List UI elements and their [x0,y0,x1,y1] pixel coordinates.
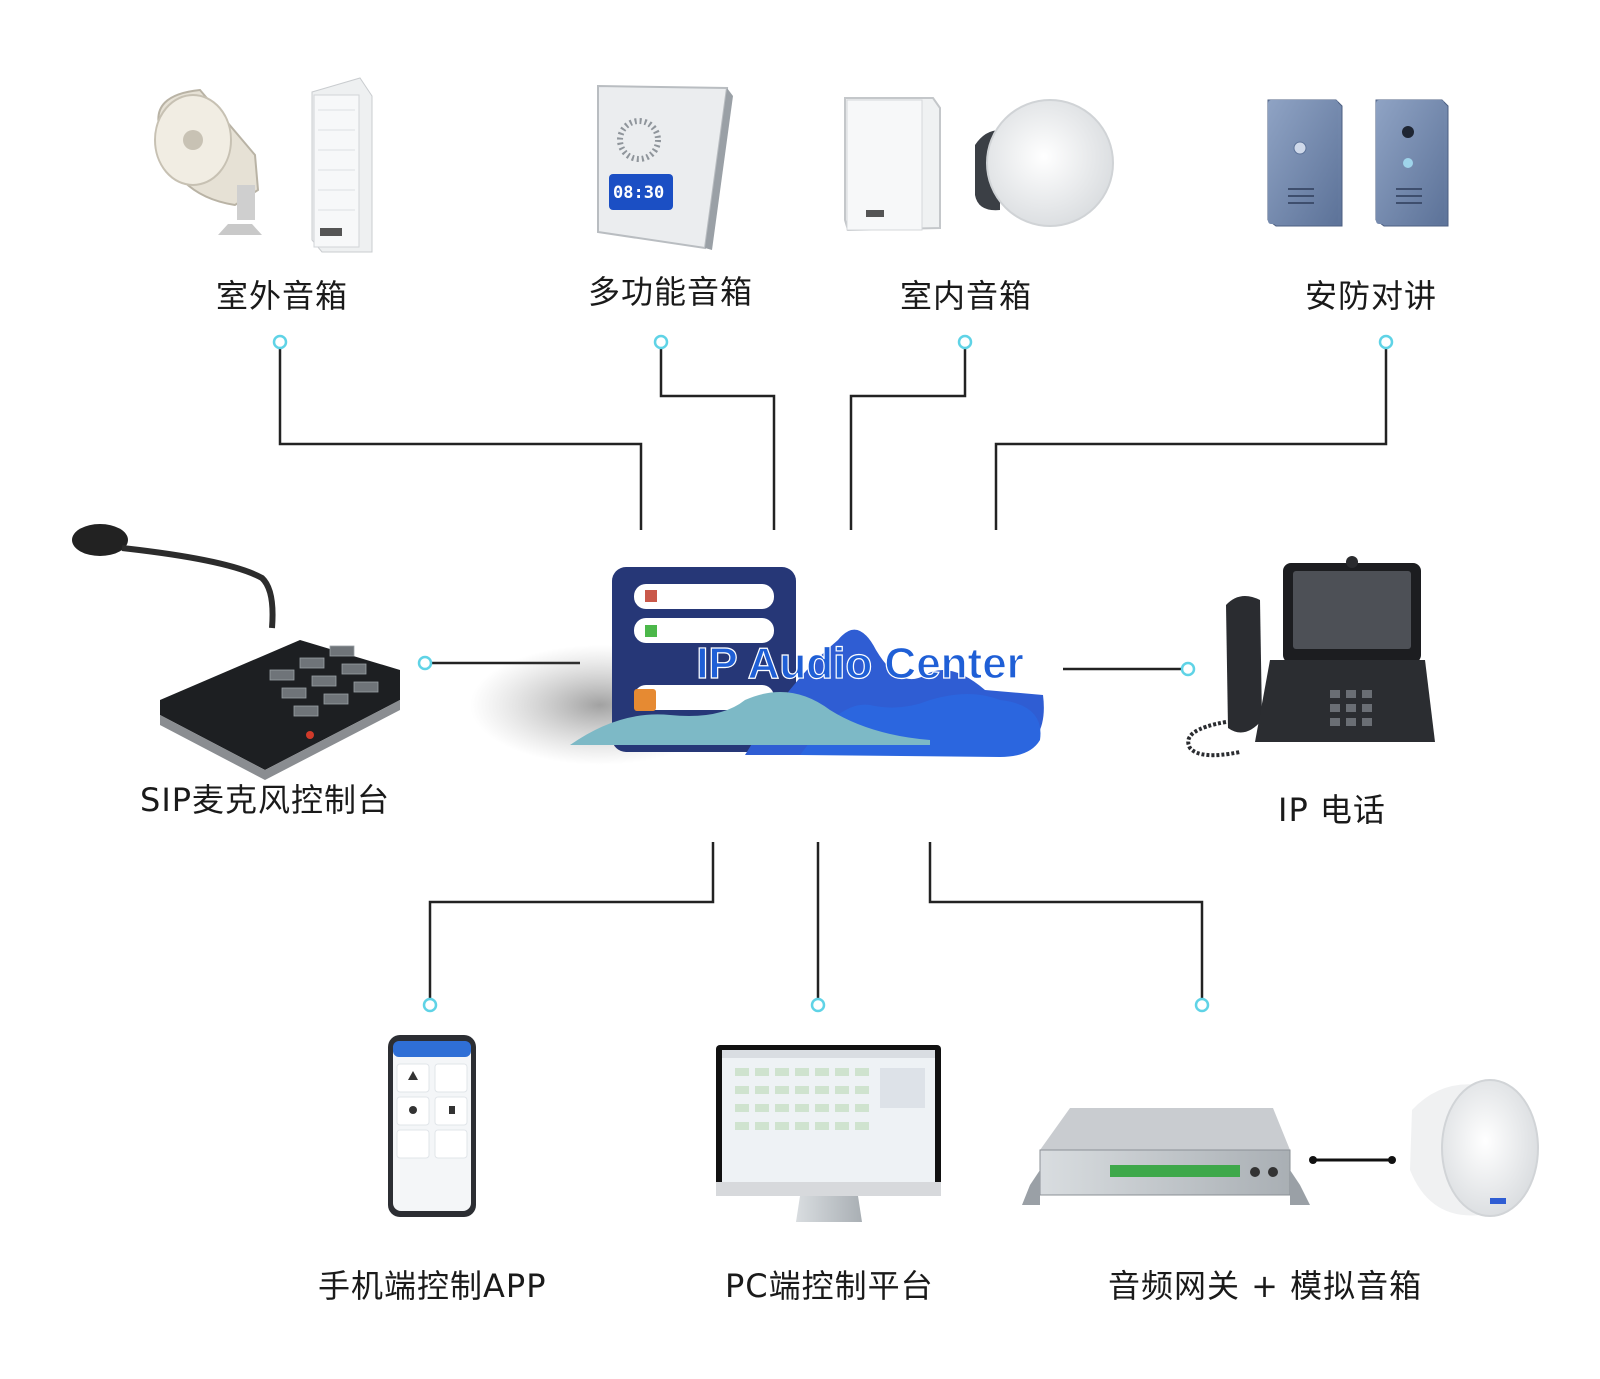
connector-lines [278,342,1388,1005]
sip-mic-console-image [72,524,400,780]
ip-phone-image [1186,556,1435,758]
mobile-phone-image [388,1035,476,1217]
clock-display: 08:30 [613,183,664,203]
label-outdoor-speaker: 室外音箱 [216,277,349,315]
label-audio-gateway: 音频网关 + 模拟音箱 [1108,1267,1423,1305]
label-indoor-speaker: 室内音箱 [900,277,1033,315]
ip-audio-center-logo: IP Audio Center [470,567,1044,765]
line-outdoor-speaker [278,342,643,530]
label-ip-phone: IP 电话 [1278,791,1386,829]
audio-gateway-image [1022,1079,1539,1217]
multifunction-speaker-image: 08:30 [597,84,733,250]
security-intercom-image [1267,99,1449,227]
label-multifunction-speaker: 多功能音箱 [588,273,754,311]
label-mobile-app: 手机端控制APP [318,1267,547,1305]
line-multifunction-speaker [659,342,776,530]
label-sip-mic-console: SIP麦克风控制台 [140,781,391,819]
line-mobile-app [428,842,715,1005]
line-security-intercom [994,342,1388,530]
pc-monitor-image [716,1045,941,1222]
outdoor-speaker-image [154,77,373,253]
label-security-intercom: 安防对讲 [1305,277,1438,315]
center-title: IP Audio Center [696,639,1024,688]
connector-nodes [272,334,1394,1013]
label-pc-platform: PC端控制平台 [725,1267,934,1305]
line-audio-gateway [928,842,1204,1005]
indoor-speaker-image [844,97,1114,232]
line-indoor-speaker [849,342,967,530]
